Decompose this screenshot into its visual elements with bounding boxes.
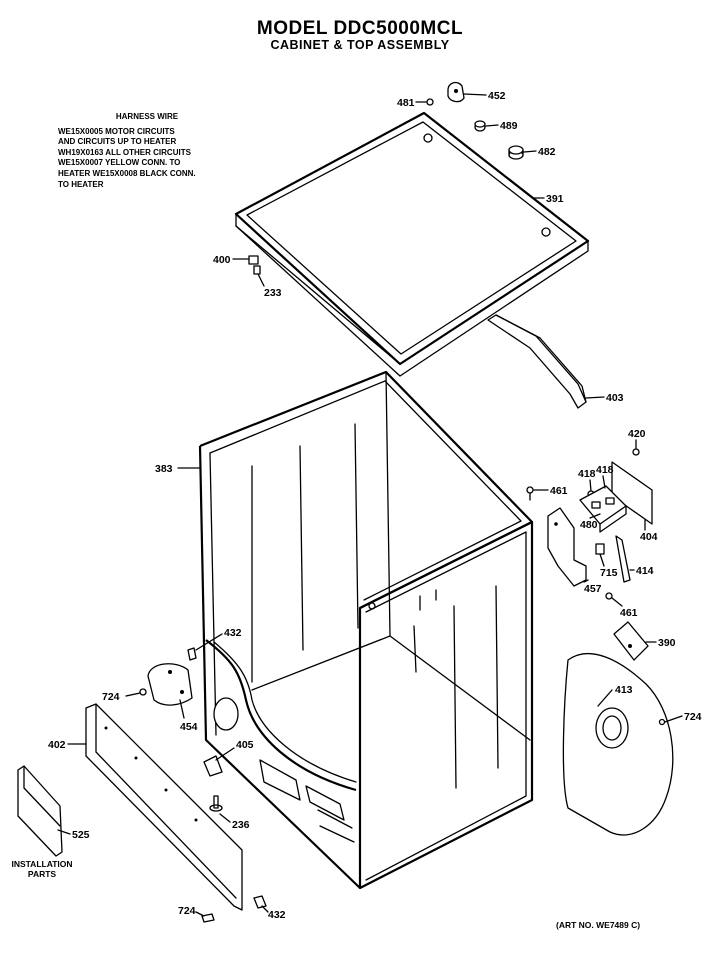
part-461-screw-b[interactable] xyxy=(605,592,613,600)
label-461: 461 xyxy=(620,607,638,619)
harness-line: WE15X0005 MOTOR CIRCUITS xyxy=(58,126,175,136)
harness-line: TO HEATER xyxy=(58,179,104,189)
harness-wire-heading: HARNESS WIRE xyxy=(115,112,179,121)
part-482-bumper[interactable] xyxy=(508,145,524,160)
label-405: 405 xyxy=(236,739,254,751)
part-390-plate[interactable] xyxy=(613,621,649,661)
label-525: 525 xyxy=(72,829,90,841)
part-452-hinge[interactable] xyxy=(447,81,465,103)
part-number-labels: 481 452 489 482 391 400 233 403 420 383 … xyxy=(48,90,702,921)
installation-parts-label: INSTALLATION PARTS xyxy=(11,859,73,879)
label-715: 715 xyxy=(600,567,618,579)
diagram-title: MODEL DDC5000MCL xyxy=(256,18,464,39)
part-400-clip[interactable] xyxy=(248,255,259,265)
label-402: 402 xyxy=(48,739,66,751)
part-432-clip-b[interactable] xyxy=(253,895,267,909)
label-489: 489 xyxy=(500,120,518,132)
label-452: 452 xyxy=(488,90,506,102)
label-400: 400 xyxy=(213,254,231,266)
label-461: 461 xyxy=(550,485,568,497)
part-233-screw[interactable] xyxy=(253,265,261,275)
label-724: 724 xyxy=(102,691,120,703)
label-481: 481 xyxy=(397,97,415,109)
part-454-bracket[interactable] xyxy=(147,663,193,706)
diagram-subtitle: CABINET & TOP ASSEMBLY xyxy=(270,38,450,52)
part-489-grommet[interactable] xyxy=(474,120,486,132)
label-390: 390 xyxy=(658,637,676,649)
label-404: 404 xyxy=(640,531,658,543)
label-482: 482 xyxy=(538,146,556,158)
part-724-screw-a[interactable] xyxy=(139,688,147,696)
cabinet-383[interactable] xyxy=(198,370,534,890)
label-480: 480 xyxy=(580,519,598,531)
harness-line: AND CIRCUITS UP TO HEATER xyxy=(58,137,177,147)
harness-line: HEATER WE15X0008 BLACK CONN. xyxy=(58,168,196,178)
part-405-bracket[interactable] xyxy=(203,755,223,777)
label-457: 457 xyxy=(584,583,602,595)
label-724: 724 xyxy=(178,905,196,917)
label-420: 420 xyxy=(628,428,646,440)
label-391: 391 xyxy=(546,193,564,205)
part-481-screw[interactable] xyxy=(426,98,434,106)
label-418: 418 xyxy=(578,468,596,480)
label-233: 233 xyxy=(264,287,282,299)
harness-line: WH19X0163 ALL OTHER CIRCUITS xyxy=(58,147,191,157)
harness-line: WE15X0007 YELLOW CONN. TO xyxy=(58,158,181,168)
part-457-bracket[interactable] xyxy=(547,507,587,587)
leader-lines xyxy=(57,93,683,917)
label-432: 432 xyxy=(224,627,242,639)
label-383: 383 xyxy=(155,463,173,475)
part-715-clip[interactable] xyxy=(595,543,605,555)
part-236-leg[interactable] xyxy=(209,795,223,812)
label-413: 413 xyxy=(615,684,633,696)
label-414: 414 xyxy=(636,565,654,577)
label-724: 724 xyxy=(684,711,702,723)
part-404-cover[interactable] xyxy=(611,461,653,525)
part-432-clip-a[interactable] xyxy=(187,647,197,661)
part-420-screw[interactable] xyxy=(632,448,640,456)
top-panel-391[interactable] xyxy=(234,111,590,377)
label-454: 454 xyxy=(180,721,198,733)
rear-panel-413[interactable] xyxy=(562,652,674,836)
part-724-screw-c[interactable] xyxy=(201,913,215,923)
label-418: 418 xyxy=(596,464,614,476)
label-236: 236 xyxy=(232,819,250,831)
part-461-screw-a[interactable] xyxy=(526,486,534,501)
part-402-toe-panel[interactable] xyxy=(85,703,243,911)
label-432: 432 xyxy=(268,909,286,921)
part-525-envelope[interactable] xyxy=(17,765,63,857)
label-403: 403 xyxy=(606,392,624,404)
part-414-strip[interactable] xyxy=(615,535,631,583)
harness-wire-note: HARNESS WIRE WE15X0005 MOTOR CIRCUITS AN… xyxy=(58,112,258,190)
trim-strip-403[interactable] xyxy=(487,314,587,409)
art-number: (ART NO. WE7489 C) xyxy=(556,920,641,930)
